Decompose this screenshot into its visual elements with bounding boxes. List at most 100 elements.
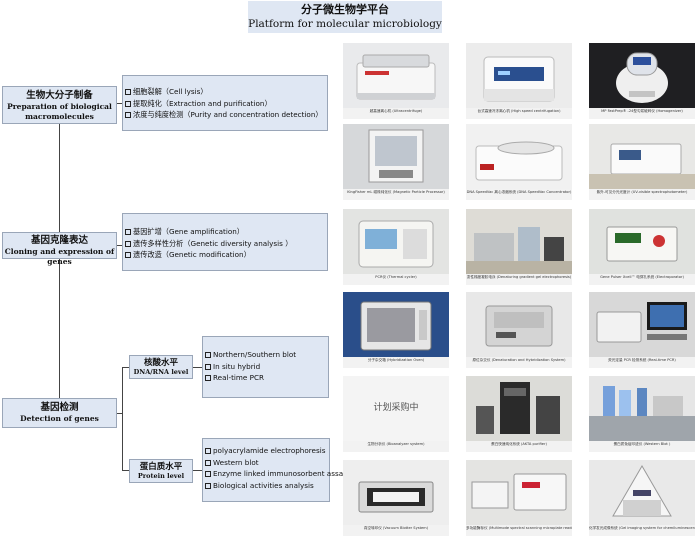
checkbox-icon [205,471,211,477]
dgge-photo [466,209,572,274]
electroporator-photo [589,209,695,274]
spectrophotometer-photo [589,124,695,189]
connector-to-protein-level [122,470,129,471]
category-title-cn: 生物大分子制备 [26,90,93,101]
list-item: 细胞裂解（Cell lysis） [125,86,327,98]
checkbox-icon [205,448,211,454]
page-title-box: 分子微生物学平台 Platform for molecular microbio… [248,1,442,33]
equipment-tile-ultracentrifuge: 超高速离心机 (Ultracentrifuge) [343,43,449,119]
equipment-caption: 化学发光成像系统 (Gel imaging system for chemilu… [589,526,695,530]
equipment-tile-akta-purifier: 蛋白快速纯化系统 (ÄKTA purifier) [466,376,572,452]
microplate-reader-photo [466,460,572,525]
equipment-caption: 多功能酶标仪 (Multimode spectral scanning micr… [466,526,572,530]
list-item: 遗传改造（Genetic modification） [125,249,327,261]
category-title-en-1: Preparation of biological [7,102,112,111]
planned-placeholder: 计划采购中 [343,376,449,441]
equipment-tile-realtime-pcr: 荧光定量 PCR 检测系统 (Real-time PCR) [589,292,695,368]
category-title-en-1: Detection of genes [20,414,99,423]
in-situ-hybridization-photo [466,292,572,357]
level-dna-rna: 核酸水平 DNA/RNA level [129,355,193,379]
equipment-tile-thermal-cycler: PCR仪 (Thermal cycler) [343,209,449,285]
connector-cat1-sub [117,103,122,104]
level-title-en: DNA/RNA level [133,368,189,376]
category-title-cn: 基因检测 [40,402,79,413]
checkbox-icon [205,352,211,358]
equipment-tile-microplate-reader: 多功能酶标仪 (Multimode spectral scanning micr… [466,460,572,536]
level-title-cn: 蛋白质水平 [139,462,183,472]
list-item: Enzyme linked immunosorbent assay [205,468,347,480]
centrifuge-photo [466,43,572,108]
equipment-caption: 蛋白质免疫印迹仪 (Western Blot ) [613,442,671,446]
category-detection: 基因检测 Detection of genes [2,398,117,428]
equipment-tile-electroporator: Gene Pulser Xcell™ 电穿孔系统 (Electroporator… [589,209,695,285]
level-protein: 蛋白质水平 Protein level [129,459,193,483]
level-title-cn: 核酸水平 [143,358,178,368]
list-item: 遗传多样性分析（Genetic diversity analysis ） [125,238,327,250]
equipment-caption: 变性梯度凝胶电泳 (Denaturing gradient gel electr… [466,275,572,279]
connector-vertical-2 [59,259,60,398]
subitems-protein: polyacrylamide electrophoresis Western b… [202,438,347,502]
akta-purifier-photo [466,376,572,441]
realtime-pcr-photo [589,292,695,357]
equipment-caption: DNA SpeedVac 离心浓缩系统 (DNA SpeedVac Concen… [466,190,572,194]
checkbox-icon [205,459,211,466]
equipment-tile-centrifuge: 台式高速冷冻离心机 (High speed centrifugation) [466,43,572,119]
homogenizer-photo [589,43,695,108]
equipment-tile-gel-imaging: 化学发光成像系统 (Gel imaging system for chemilu… [589,460,695,536]
equipment-caption: 真空转印仪 (Vacuum Blotter System) [363,526,429,530]
equipment-caption: 超高速离心机 (Ultracentrifuge) [369,109,423,113]
page-title-en: Platform for molecular microbiology [248,18,442,30]
checkbox-icon [205,482,211,489]
checkbox-icon [125,112,131,118]
subitems-cloning: 基因扩增（Gene amplification） 遗传多样性分析（Genetic… [122,213,328,271]
equipment-tile-vacuum-blotter: 真空转印仪 (Vacuum Blotter System) [343,460,449,536]
equipment-caption: MP FastPrep® -24型匀浆破碎仪 (Homogenizer) [601,109,683,113]
category-title-cn: 基因克隆表达 [30,235,88,246]
list-item: Western blot [205,457,329,469]
equipment-caption: 原位杂交仪 (Denaturation and Hybridization Sy… [472,358,566,362]
equipment-tile-in-situ-hybridization: 原位杂交仪 (Denaturation and Hybridization Sy… [466,292,572,368]
equipment-caption: KingFisher mL 磁珠纯化仪 (Magnetic Particle P… [347,190,445,194]
hybridization-oven-photo [343,292,449,357]
magnetic-processor-photo [343,124,449,189]
connector-dna-sub [193,367,202,368]
ultracentrifuge-photo [343,43,449,108]
equipment-tile-spectrophotometer: 紫外-可见分光光度计 (UV-visible spectrophotometer… [589,124,695,200]
list-item: 浓度与纯度检测（Purity and concentration detecti… [125,109,327,121]
connector-cat3-vertical [122,367,123,470]
checkbox-icon [125,240,131,247]
checkbox-icon [125,229,131,235]
equipment-caption: Gene Pulser Xcell™ 电穿孔系统 (Electroporator… [600,275,684,279]
list-item: 基因扩增（Gene amplification） [125,226,327,238]
western-blot-photo [589,376,695,441]
gel-imaging-photo [589,460,695,525]
equipment-tile-speedvac: DNA SpeedVac 离心浓缩系统 (DNA SpeedVac Concen… [466,124,572,200]
connector-cat3-branch [117,413,123,414]
equipment-caption: 台式高速冷冻离心机 (High speed centrifugation) [477,109,561,113]
equipment-caption: 分子杂交箱 (Hybridization Oven) [367,358,425,362]
checkbox-icon [125,252,131,258]
equipment-tile-bioanalyzer: 计划采购中 生物分析仪 (Bioanalyzer system) [343,376,449,452]
list-item: Real-time PCR [205,372,328,384]
list-item: polyacrylamide electrophoresis [205,445,329,457]
category-preparation: 生物大分子制备 Preparation of biological macrom… [2,86,117,124]
equipment-caption: 蛋白快速纯化系统 (ÄKTA purifier) [491,442,547,446]
connector-protein-sub [193,470,202,471]
equipment-tile-homogenizer: MP FastPrep® -24型匀浆破碎仪 (Homogenizer) [589,43,695,119]
list-item: Northern/Southern blot [205,349,328,361]
equipment-caption: 紫外-可见分光光度计 (UV-visible spectrophotometer… [596,190,688,194]
thermal-cycler-photo [343,209,449,274]
category-title-en-2: macromolecules [25,111,94,121]
equipment-caption: PCR仪 (Thermal cycler) [375,275,417,279]
category-title-en-1: Cloning and expression of genes [4,247,115,266]
list-item: 提取纯化（Extraction and purification） [125,98,327,110]
page-title-cn: 分子微生物学平台 [301,3,389,16]
level-title-en: Protein level [137,472,185,480]
equipment-tile-hybridization-oven: 分子杂交箱 (Hybridization Oven) [343,292,449,368]
equipment-tile-dgge: 变性梯度凝胶电泳 (Denaturing gradient gel electr… [466,209,572,285]
equipment-caption: 荧光定量 PCR 检测系统 (Real-time PCR) [608,358,676,362]
subitems-dna-rna: Northern/Southern blot In situ hybrid Re… [202,336,329,398]
list-item: Biological activities analysis [205,480,329,492]
connector-cat2-sub [117,245,122,246]
equipment-tile-magnetic-processor: KingFisher mL 磁珠纯化仪 (Magnetic Particle P… [343,124,449,200]
